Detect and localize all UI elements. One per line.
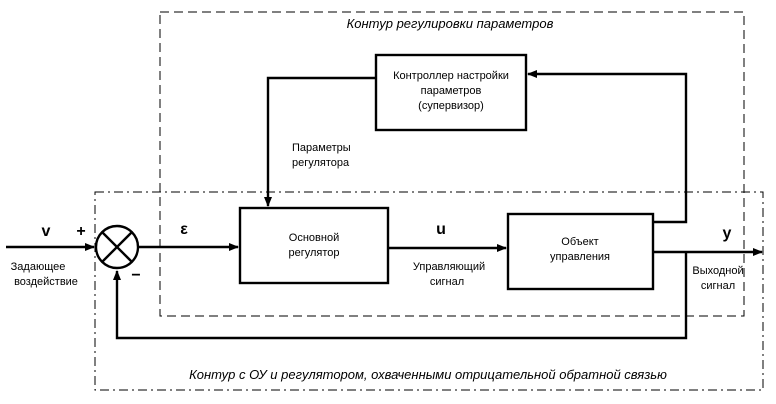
plus-sign: + bbox=[76, 223, 85, 240]
regulator-block bbox=[238, 206, 390, 285]
params-label-line1: Параметры bbox=[292, 142, 351, 154]
supervisor-block bbox=[374, 53, 528, 132]
regulator-label-line2: регулятор bbox=[288, 247, 339, 259]
supervisor-input-path bbox=[527, 70, 688, 224]
summing-junction bbox=[94, 224, 140, 270]
control-label-line1: Управляющий bbox=[413, 261, 485, 273]
error-symbol: ε bbox=[180, 221, 188, 238]
params-label-line2: регулятора bbox=[292, 157, 350, 169]
supervisor-label-line3: (супервизор) bbox=[418, 100, 484, 112]
outer-loop-title: Контур регулировки параметров bbox=[347, 16, 554, 31]
output-symbol: y bbox=[723, 225, 732, 242]
parameters-path bbox=[264, 76, 376, 207]
minus-sign: − bbox=[131, 267, 140, 284]
plant-label-line2: управления bbox=[550, 251, 610, 263]
inner-loop-frame bbox=[94, 191, 764, 391]
supervisor-label-line1: Контроллер настройки bbox=[393, 70, 509, 82]
control-symbol: u bbox=[436, 221, 446, 238]
regulator-label-line1: Основной bbox=[289, 232, 339, 244]
outer-loop-frame bbox=[159, 11, 745, 317]
input-label-line1: Задающее bbox=[11, 261, 66, 273]
input-label-line2: воздействие bbox=[14, 276, 78, 288]
inner-loop-title: Контур с ОУ и регулятором, охваченными о… bbox=[189, 367, 667, 382]
output-label-line2: сигнал bbox=[701, 280, 735, 292]
plant-label-line1: Объект bbox=[561, 236, 598, 248]
input-symbol: v bbox=[42, 223, 51, 240]
plant-block bbox=[506, 212, 655, 291]
feedback-path bbox=[113, 252, 688, 340]
output-label-line1: Выходной bbox=[692, 265, 743, 277]
control-label-line2: сигнал bbox=[430, 276, 464, 288]
supervisor-label-line2: параметров bbox=[421, 85, 482, 97]
